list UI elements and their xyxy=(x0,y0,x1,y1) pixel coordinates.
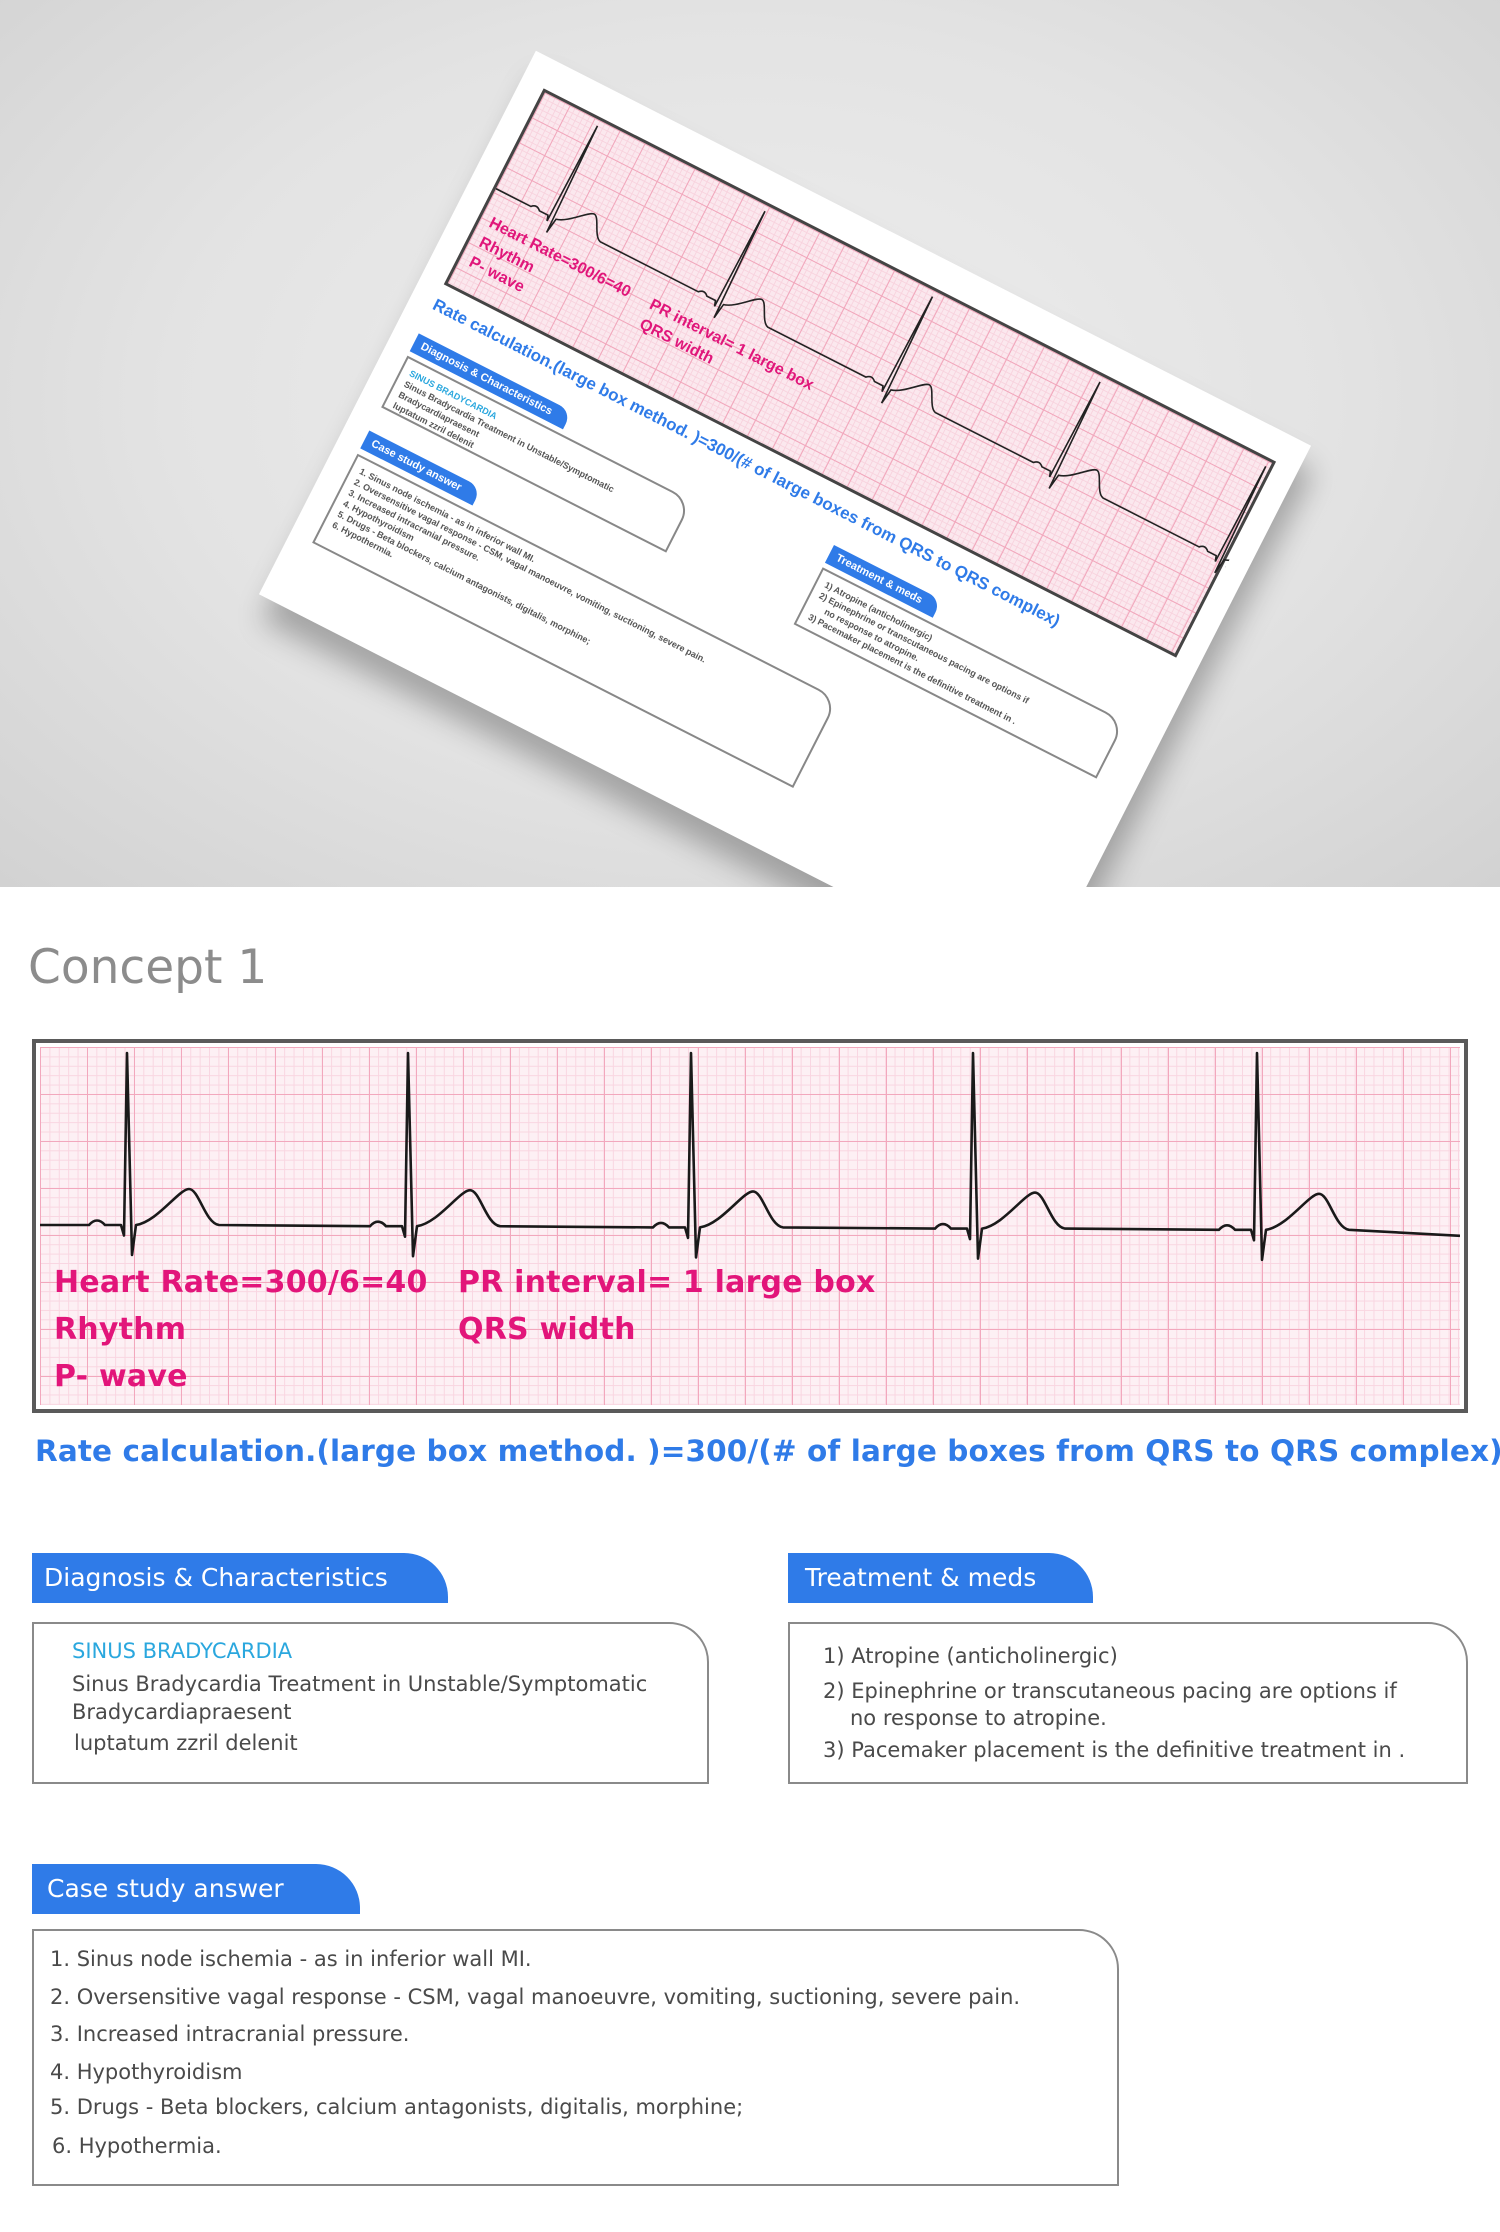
treatment-item: no response to atropine. xyxy=(850,1706,1107,1730)
diagnosis-subtitle: SINUS BRADYCARDIA xyxy=(72,1639,293,1663)
concept-title: Concept 1 xyxy=(28,940,268,995)
diagnosis-header: Diagnosis & Characteristics xyxy=(32,1553,448,1603)
case-study-item: 1. Sinus node ischemia - as in inferior … xyxy=(50,1947,532,1971)
case-study-item: 4. Hypothyroidism xyxy=(50,2060,243,2084)
ecg-strip: Heart Rate=300/6=40 Rhythm P- wave PR in… xyxy=(32,1039,1468,1413)
mockup-paper: Heart Rate=300/6=40 Rhythm P- wave PR in… xyxy=(258,50,1312,887)
diagnosis-card: SINUS BRADYCARDIA Sinus Bradycardia Trea… xyxy=(32,1622,709,1784)
diagnosis-line: luptatum zzril delenit xyxy=(74,1731,298,1755)
treatment-item: 3) Pacemaker placement is the definitive… xyxy=(823,1738,1406,1762)
ecg-trace xyxy=(40,1051,1460,1262)
case-study-item: 5. Drugs - Beta blockers, calcium antago… xyxy=(50,2095,744,2119)
mockup-treatment-item: 3) Pacemaker placement is the definitive… xyxy=(806,611,1018,727)
treatment-item: 2) Epinephrine or transcutaneous pacing … xyxy=(823,1679,1397,1703)
mockup-case-item: 5. Drugs - Beta blockers, calcium antago… xyxy=(336,509,593,647)
mockup-hero: Heart Rate=300/6=40 Rhythm P- wave PR in… xyxy=(0,0,1500,887)
heart-rate-label: Heart Rate=300/6=40 xyxy=(54,1265,428,1300)
case-study-item: 6. Hypothermia. xyxy=(52,2134,222,2158)
rhythm-label: Rhythm xyxy=(54,1312,187,1347)
mockup-case-item: 4. Hypothyroidism xyxy=(341,498,416,543)
treatment-header: Treatment & meds xyxy=(788,1553,1093,1603)
case-study-header: Case study answer xyxy=(32,1864,360,1914)
mockup-case-item: 2. Oversensitive vagal response - CSM, v… xyxy=(352,476,708,665)
case-study-card: 1. Sinus node ischemia - as in inferior … xyxy=(32,1929,1119,2186)
qrs-width-label: QRS width xyxy=(458,1312,636,1347)
mockup-treatment-item: no response to atropine. xyxy=(822,606,921,664)
mockup-case-item: 3. Increased intracranial pressure. xyxy=(346,487,482,563)
treatment-card: 1) Atropine (anticholinergic) 2) Epineph… xyxy=(788,1622,1468,1784)
mockup-ecg-strip: Heart Rate=300/6=40 Rhythm P- wave PR in… xyxy=(443,88,1277,658)
case-study-item: 3. Increased intracranial pressure. xyxy=(50,2022,410,2046)
diagnosis-line: Bradycardiapraesent xyxy=(72,1700,292,1724)
mockup-treatment-item: 2) Epinephrine or transcutaneous pacing … xyxy=(817,590,1031,706)
treatment-item: 1) Atropine (anticholinergic) xyxy=(823,1644,1118,1668)
case-study-item: 2. Oversensitive vagal response - CSM, v… xyxy=(50,1985,1021,2009)
p-wave-label: P- wave xyxy=(54,1359,188,1394)
diagnosis-line: Sinus Bradycardia Treatment in Unstable/… xyxy=(72,1672,648,1696)
mockup-ecg-trace xyxy=(495,125,1270,584)
rate-calculation: Rate calculation.(large box method. )=30… xyxy=(35,1434,1500,1468)
mockup-case-item: 6. Hypothermia. xyxy=(330,519,396,560)
pr-interval-label: PR interval= 1 large box xyxy=(458,1265,876,1300)
